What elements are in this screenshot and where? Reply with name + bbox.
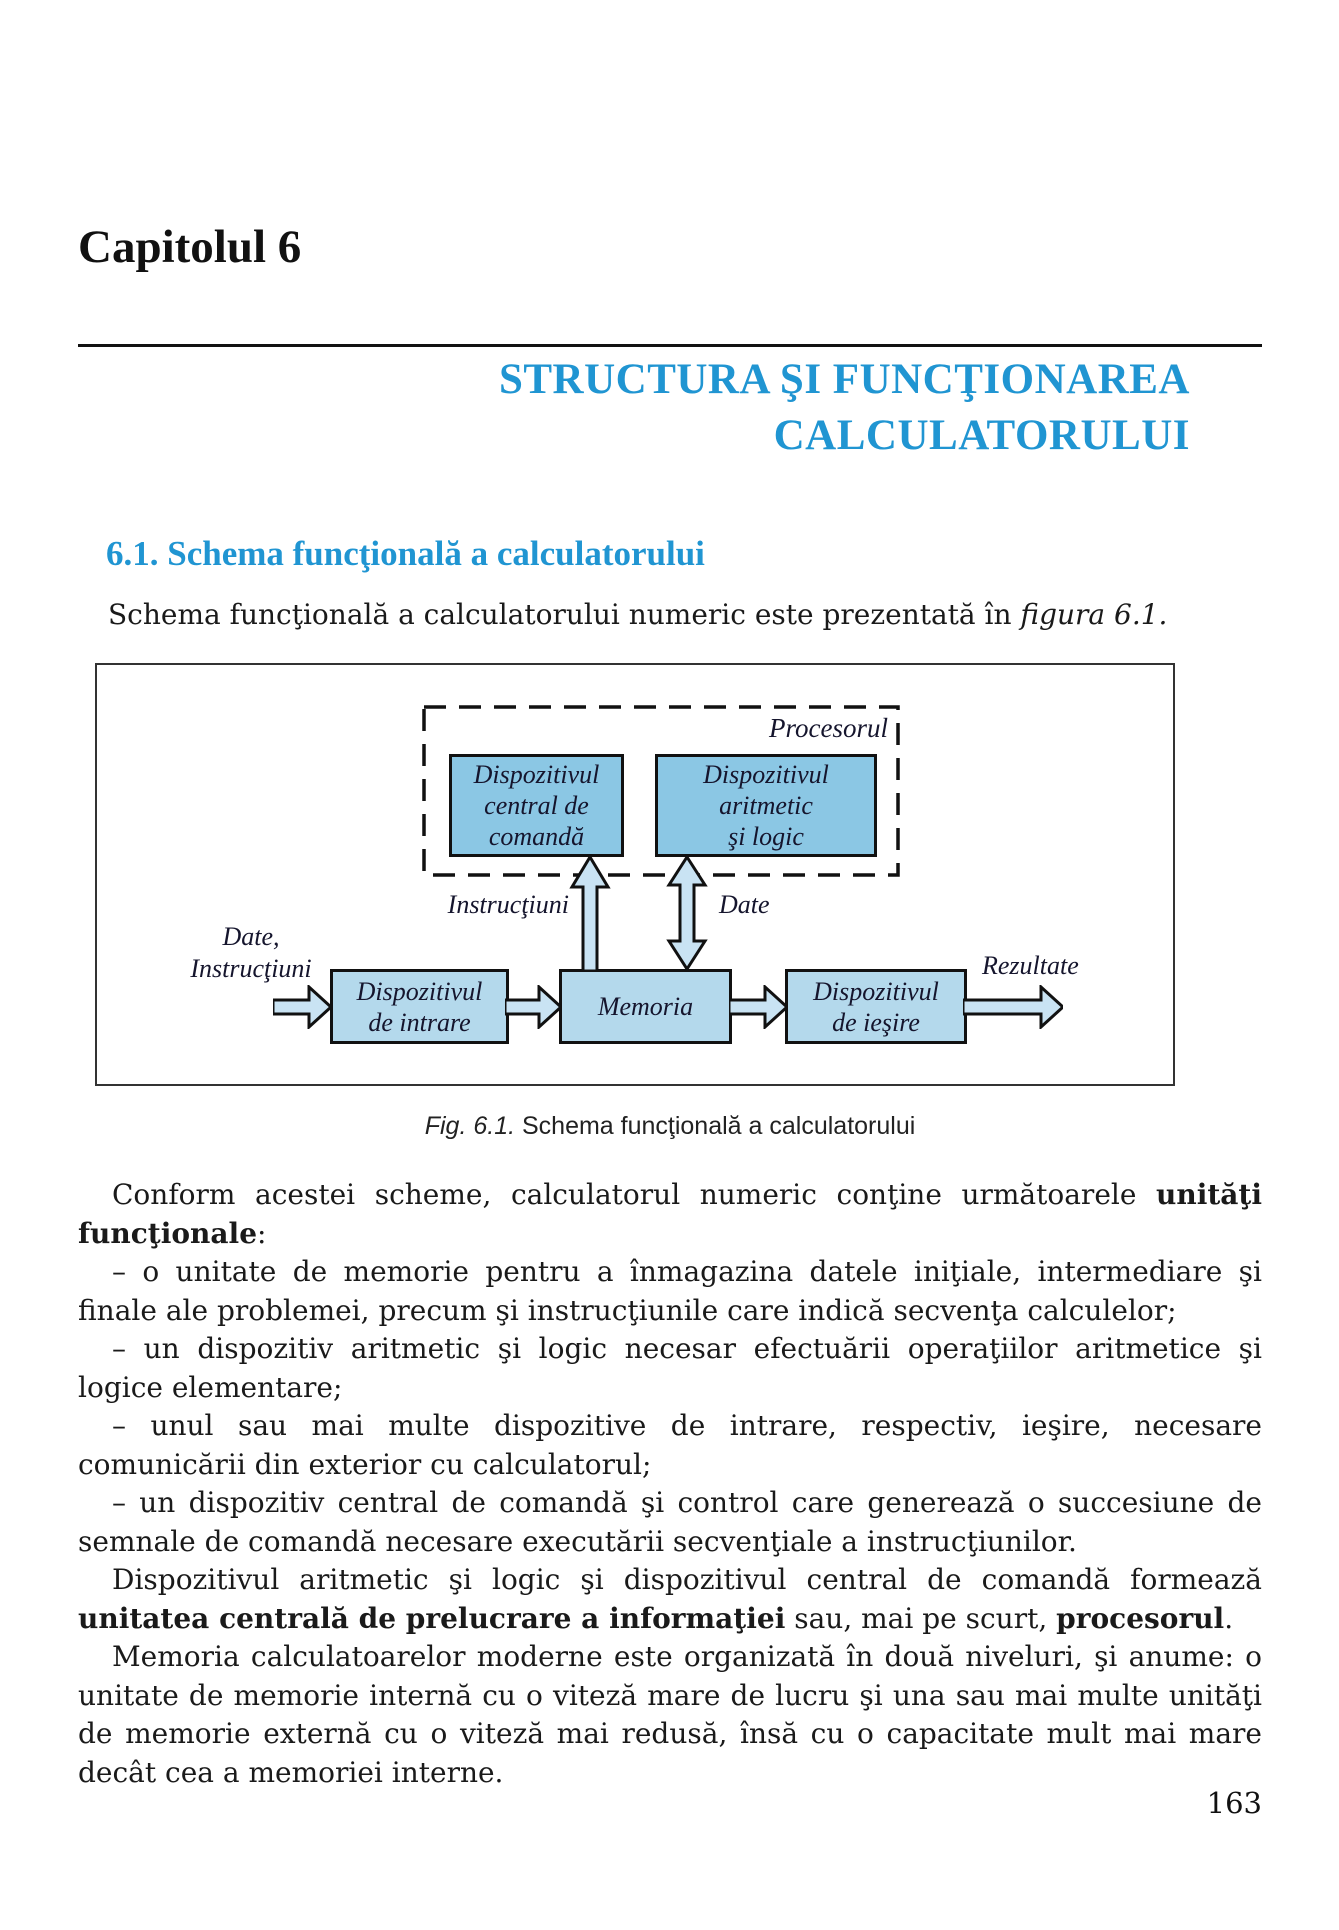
paragraph-6: Dispozitivul aritmetic şi logic şi dispo…: [78, 1561, 1262, 1638]
box-control-line3: comandă: [488, 822, 585, 851]
paragraph-1: Conform acestei scheme, calculatorul num…: [78, 1176, 1262, 1253]
output-exit-arrow-icon: [963, 985, 1063, 1029]
box-alu-line3: şi logic: [728, 822, 804, 851]
caption-fig-number: Fig. 6.1.: [424, 1112, 516, 1140]
chapter-title: Capitolul 6: [78, 221, 302, 273]
box-alu: Dispozitivul aritmetic şi logic: [655, 754, 877, 857]
paragraph-7: Memoria calculatoarelor moderne este org…: [78, 1638, 1262, 1792]
box-input-device: Dispozitivul de intrare: [330, 969, 509, 1044]
paragraph-1-tail: :: [257, 1216, 267, 1250]
box-output-line1: Dispozitivul: [813, 976, 939, 1006]
page-title: STRUCTURA ŞI FUNCŢIONAREA CALCULATORULUI: [78, 352, 1190, 464]
intro-text: Schema funcţională a calculatorului nume…: [108, 598, 1021, 631]
paragraph-1-bold: unităţi funcţionale: [78, 1178, 1262, 1250]
label-data: Date: [719, 890, 770, 919]
paragraph-6-tail: .: [1224, 1601, 1234, 1635]
input-entry-arrow-icon: [273, 985, 331, 1029]
label-input-line1: Date,: [222, 922, 280, 951]
body-text: Conform acestei scheme, calculatorul num…: [78, 1176, 1262, 1792]
box-input-line1: Dispozitivul: [356, 976, 483, 1006]
box-alu-line1: Dispozitivul: [703, 760, 829, 789]
page-number: 163: [1206, 1786, 1262, 1820]
figure-reference: figura 6.1.: [1020, 598, 1168, 631]
box-memory-line1: Memoria: [597, 992, 694, 1021]
paragraph-5-text: – un dispozitiv central de comandă şi co…: [78, 1486, 1262, 1558]
label-instructions: Instrucţiuni: [447, 890, 569, 919]
box-input-line2: de intrare: [368, 1007, 471, 1037]
processor-label: Procesorul: [769, 713, 888, 743]
paragraph-3: – un dispozitiv aritmetic şi logic neces…: [78, 1330, 1262, 1407]
figure-frame: Procesorul Dispozitivul central de coman…: [95, 663, 1175, 1086]
paragraph-6-bold-1: unitatea centrală de prelucrare a inform…: [78, 1601, 786, 1635]
label-input-data-instructions: Date, Instrucţiuni: [151, 921, 351, 985]
title-line-2: CALCULATORULUI: [773, 412, 1190, 459]
paragraph-6-bold-2: procesorul: [1056, 1601, 1225, 1635]
paragraph-1-text: Conform acestei scheme, calculatorul num…: [112, 1178, 1156, 1211]
paragraph-2: – o unitate de memorie pentru a înmagazi…: [78, 1253, 1262, 1330]
chapter-divider: [78, 344, 1262, 347]
paragraph-2-text: – o unitate de memorie pentru a înmagazi…: [78, 1255, 1262, 1327]
figure-caption: Fig. 6.1. Schema funcţională a calculato…: [78, 1112, 1262, 1141]
instructions-up-arrow-icon: [569, 855, 611, 971]
input-to-memory-arrow-icon: [505, 985, 561, 1029]
label-input-line2: Instrucţiuni: [190, 954, 312, 983]
intro-paragraph: Schema funcţională a calculatorului nume…: [78, 596, 1262, 634]
box-control-line1: Dispozitivul: [473, 760, 600, 789]
box-alu-line2: aritmetic: [719, 791, 813, 820]
processor-dashed-border: [422, 705, 900, 877]
memory-to-output-arrow-icon: [729, 985, 787, 1029]
paragraph-7-text: Memoria calculatoarelor moderne este org…: [78, 1640, 1262, 1789]
label-results: Rezultate: [982, 951, 1079, 980]
paragraph-6-mid: sau, mai pe scurt,: [785, 1601, 1057, 1635]
paragraph-3-text: – un dispozitiv aritmetic şi logic neces…: [78, 1332, 1262, 1404]
box-output-device: Dispozitivul de ieşire: [785, 969, 967, 1044]
section-heading: 6.1. Schema funcţională a calculatorului: [106, 534, 705, 573]
paragraph-4-text: – unul sau mai multe dispozitive de intr…: [78, 1409, 1262, 1481]
title-line-1: STRUCTURA ŞI FUNCŢIONAREA: [498, 356, 1190, 403]
box-output-line2: de ieşire: [832, 1007, 920, 1037]
box-control-unit: Dispozitivul central de comandă: [449, 754, 624, 857]
paragraph-4: – unul sau mai multe dispozitive de intr…: [78, 1407, 1262, 1484]
caption-text: Schema funcţională a calculatorului: [515, 1112, 916, 1140]
paragraph-6-text: Dispozitivul aritmetic şi logic şi dispo…: [112, 1563, 1262, 1596]
data-bidirectional-arrow-icon: [666, 855, 708, 971]
box-memory: Memoria: [559, 969, 732, 1044]
paragraph-5: – un dispozitiv central de comandă şi co…: [78, 1484, 1262, 1561]
box-control-line2: central de: [484, 791, 589, 820]
